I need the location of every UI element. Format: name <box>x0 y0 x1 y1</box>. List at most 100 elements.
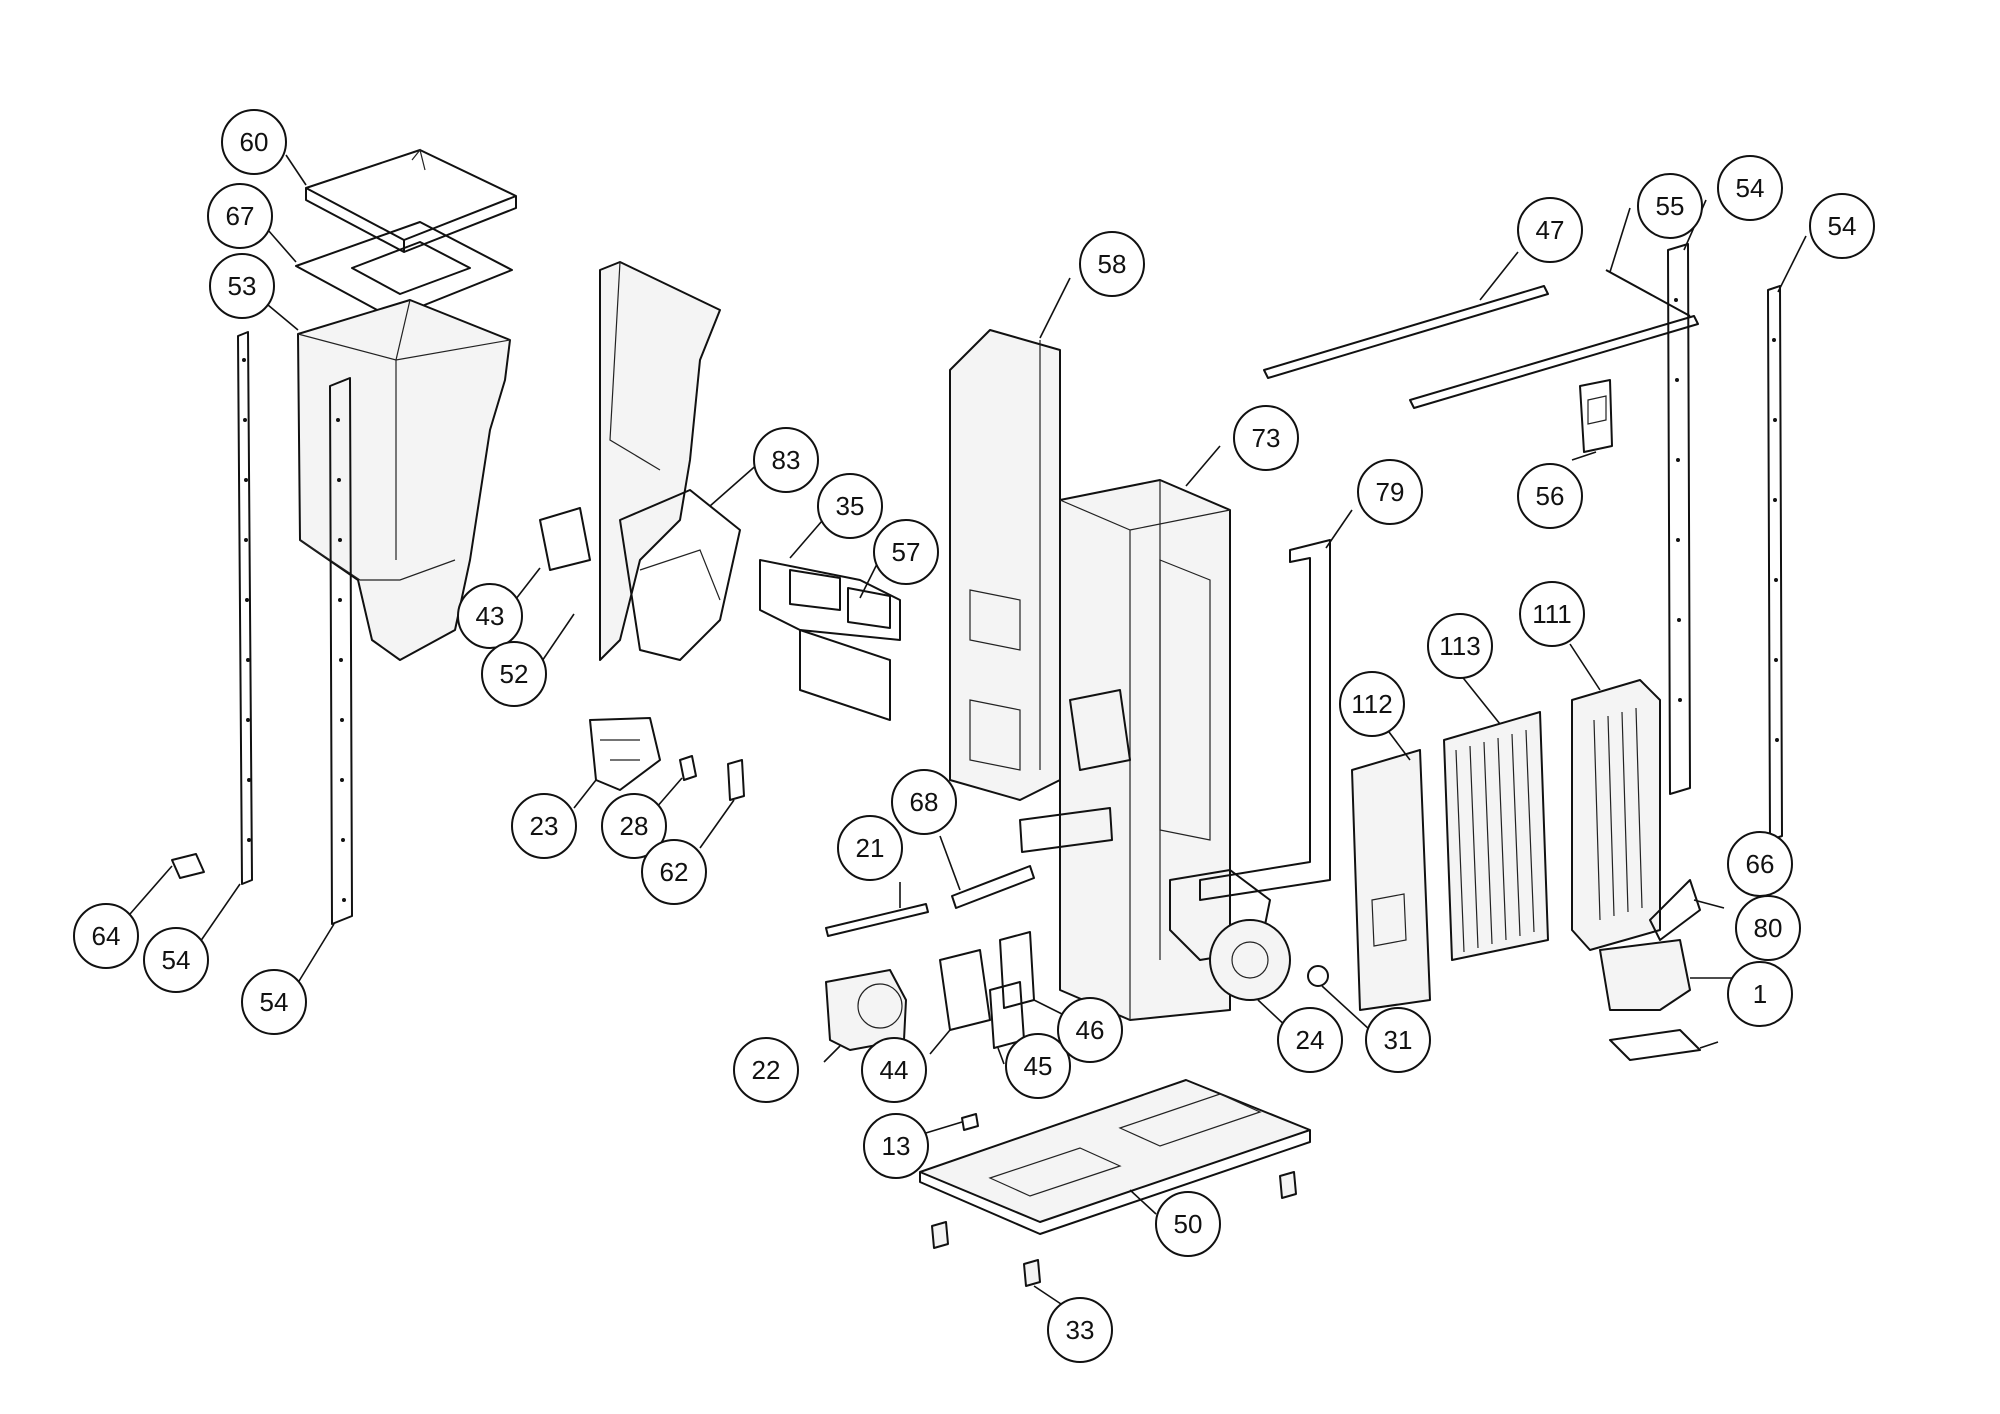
leader-79 <box>1325 509 1353 549</box>
callout-62: 62 <box>641 839 707 905</box>
callout-label-80: 80 <box>1754 913 1783 943</box>
callout-label-28: 28 <box>620 811 649 841</box>
leader-22 <box>823 1045 841 1063</box>
callout-label-13: 13 <box>882 1131 911 1161</box>
leader-55 <box>1609 207 1631 273</box>
leader-113 <box>1459 673 1501 725</box>
leader-52 <box>539 613 575 665</box>
callout-55: 55 <box>1637 173 1703 239</box>
callout-67: 67 <box>207 183 273 249</box>
part-67-flange-plate <box>295 221 513 319</box>
callout-label-50: 50 <box>1174 1209 1203 1239</box>
part-23-switch <box>589 717 661 791</box>
part-33-feet <box>931 1171 1297 1287</box>
callout-66: 66 <box>1727 831 1793 897</box>
callout-label-22: 22 <box>752 1055 781 1085</box>
callout-label-52: 52 <box>500 659 529 689</box>
callout-label-60: 60 <box>240 127 269 157</box>
callout-label-54c: 54 <box>1736 173 1765 203</box>
part-54-rail-d <box>1767 285 1783 841</box>
callout-label-57: 57 <box>892 537 921 567</box>
leader-44 <box>929 1029 951 1055</box>
leader-111 <box>1569 643 1601 691</box>
leader-54a <box>199 883 241 943</box>
part-55-long-bar <box>1409 269 1699 409</box>
callout-46: 46 <box>1057 997 1123 1063</box>
callout-54d: 54 <box>1809 193 1875 259</box>
callout-22: 22 <box>733 1037 799 1103</box>
leader-23 <box>573 779 597 809</box>
part-47-horizontal-bar <box>1263 285 1549 379</box>
part-60-top-lid <box>305 148 517 253</box>
callout-label-35: 35 <box>836 491 865 521</box>
callout-label-58: 58 <box>1098 249 1127 279</box>
part-31-washer <box>1307 965 1329 987</box>
leader-47 <box>1479 251 1519 301</box>
callout-80: 80 <box>1735 895 1801 961</box>
callout-53: 53 <box>209 253 275 319</box>
callout-21: 21 <box>837 815 903 881</box>
callout-label-24: 24 <box>1296 1025 1325 1055</box>
part-24-fan <box>1209 919 1291 1001</box>
callout-13: 13 <box>863 1113 929 1179</box>
callout-79: 79 <box>1357 459 1423 525</box>
part-duct-assembly <box>539 261 741 661</box>
leader-62 <box>699 799 735 849</box>
callout-label-47: 47 <box>1536 215 1565 245</box>
part-112-front-panel <box>1351 749 1431 1011</box>
part-35-57-bracket-plates <box>759 559 901 721</box>
part-68-tube <box>951 865 1035 909</box>
leader-46 <box>1033 999 1063 1015</box>
callout-label-56: 56 <box>1536 481 1565 511</box>
part-54-rail-c <box>1667 243 1691 795</box>
callout-label-111: 111 <box>1532 599 1572 629</box>
callout-label-67: 67 <box>226 201 255 231</box>
callout-68: 68 <box>891 769 957 835</box>
leader-31 <box>1321 985 1371 1031</box>
callout-label-44: 44 <box>880 1055 909 1085</box>
leader-1 <box>1699 1041 1719 1049</box>
callout-28: 28 <box>601 793 667 859</box>
leader-66 <box>1693 899 1725 909</box>
callout-64: 64 <box>73 903 139 969</box>
callout-24: 24 <box>1277 1007 1343 1073</box>
callout-label-33: 33 <box>1066 1315 1095 1345</box>
callout-50: 50 <box>1155 1191 1221 1257</box>
part-13-screw <box>961 1113 979 1131</box>
leader-56 <box>1571 451 1597 461</box>
callout-label-79: 79 <box>1376 477 1405 507</box>
part-54-rail-a <box>237 331 253 885</box>
leader-67 <box>267 229 297 263</box>
leader-45 <box>997 1047 1005 1065</box>
callout-label-53: 53 <box>228 271 257 301</box>
callout-60: 60 <box>221 109 287 175</box>
callout-33: 33 <box>1047 1297 1113 1363</box>
leader-28 <box>655 777 683 809</box>
leader-68 <box>939 835 961 891</box>
callout-label-43: 43 <box>476 601 505 631</box>
callout-112: 112 <box>1339 671 1405 737</box>
callout-label-1: 1 <box>1753 979 1767 1009</box>
leader-60 <box>285 154 307 186</box>
callout-label-54d: 54 <box>1828 211 1857 241</box>
callout-label-23: 23 <box>530 811 559 841</box>
leader-54b <box>295 923 335 987</box>
callout-label-83: 83 <box>772 445 801 475</box>
part-46-bracket <box>999 931 1035 1009</box>
callout-label-112: 112 <box>1351 689 1392 719</box>
part-58-cover-panel <box>949 329 1061 801</box>
part-1-gasket <box>1609 1029 1701 1061</box>
leader-54d <box>1777 235 1807 293</box>
part-56-small-bracket <box>1579 379 1613 453</box>
leader-lines <box>129 154 1807 1307</box>
leader-83 <box>709 461 761 507</box>
leader-50 <box>1129 1189 1157 1215</box>
callout-label-21: 21 <box>856 833 885 863</box>
callout-label-54a: 54 <box>162 945 191 975</box>
callout-label-113: 113 <box>1439 631 1480 661</box>
callout-label-66: 66 <box>1746 849 1775 879</box>
callout-111: 111 <box>1519 581 1585 647</box>
part-28-knob <box>679 755 697 781</box>
callout-23: 23 <box>511 793 577 859</box>
